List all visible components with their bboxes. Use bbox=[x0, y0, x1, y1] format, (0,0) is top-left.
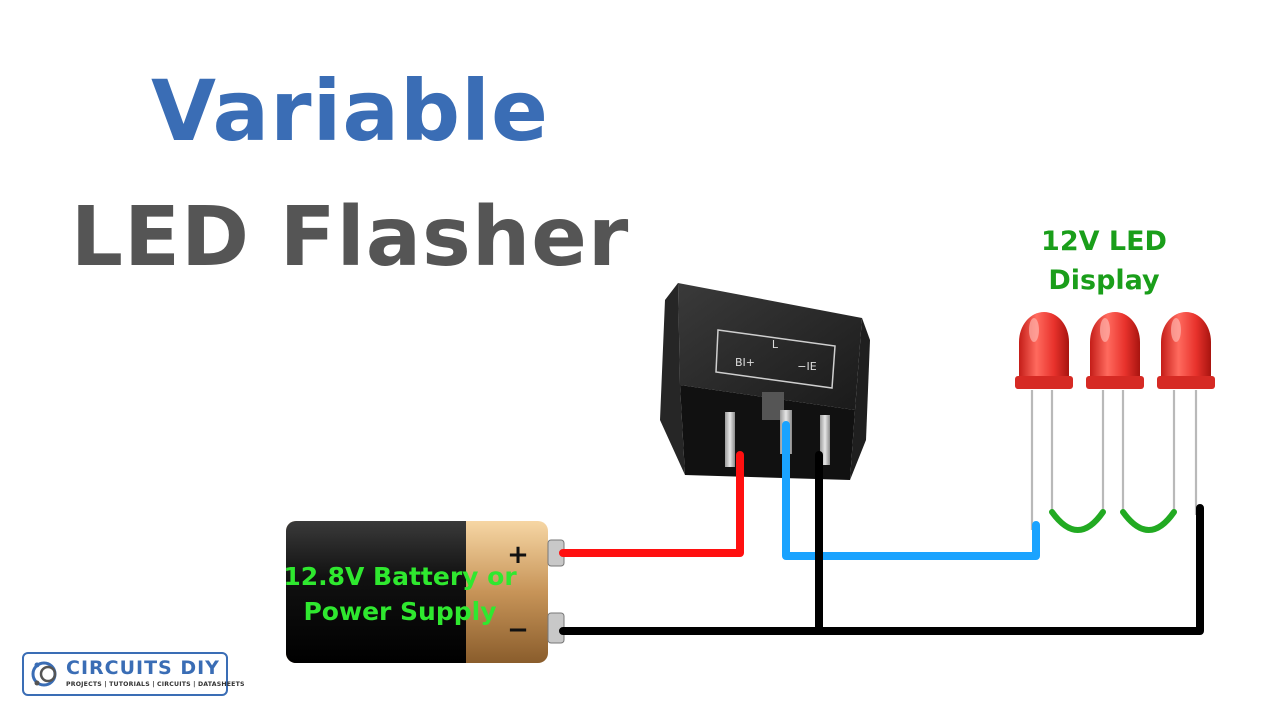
led-label-line2: Display bbox=[1048, 265, 1160, 296]
title-variable: Variable bbox=[151, 62, 549, 160]
led-leads bbox=[1030, 390, 1198, 530]
flasher-relay: L BI+ −IE bbox=[660, 283, 870, 480]
battery-label-line2: Power Supply bbox=[303, 597, 496, 626]
circuits-diy-logo: CIRCUITS DIY PROJECTS | TUTORIALS | CIRC… bbox=[22, 652, 244, 696]
wire-positive-red bbox=[559, 451, 744, 557]
battery-minus-sign: − bbox=[507, 615, 529, 645]
relay-face-left: BI+ bbox=[735, 356, 755, 369]
battery-plus-sign: + bbox=[507, 540, 529, 570]
wire-signal-blue bbox=[782, 421, 1040, 560]
led-label-line1: 12V LED bbox=[1041, 226, 1167, 257]
title-led-flasher: LED Flasher bbox=[70, 190, 630, 285]
led-3 bbox=[1157, 312, 1215, 389]
battery: + − 12.8V Battery or Power Supply bbox=[283, 521, 565, 663]
wire-ground-black bbox=[559, 504, 1204, 635]
circuit-logo-icon bbox=[31, 661, 57, 687]
logo-tagline: PROJECTS | TUTORIALS | CIRCUITS | DATASH… bbox=[66, 681, 245, 688]
led-2 bbox=[1086, 312, 1144, 389]
led-series-links bbox=[1049, 509, 1177, 533]
relay-face-top: L bbox=[772, 338, 779, 351]
battery-label-line1: 12.8V Battery or bbox=[283, 562, 517, 591]
logo-name: CIRCUITS DIY bbox=[66, 657, 220, 679]
led-1 bbox=[1015, 312, 1073, 389]
relay-face-right: −IE bbox=[797, 360, 816, 373]
